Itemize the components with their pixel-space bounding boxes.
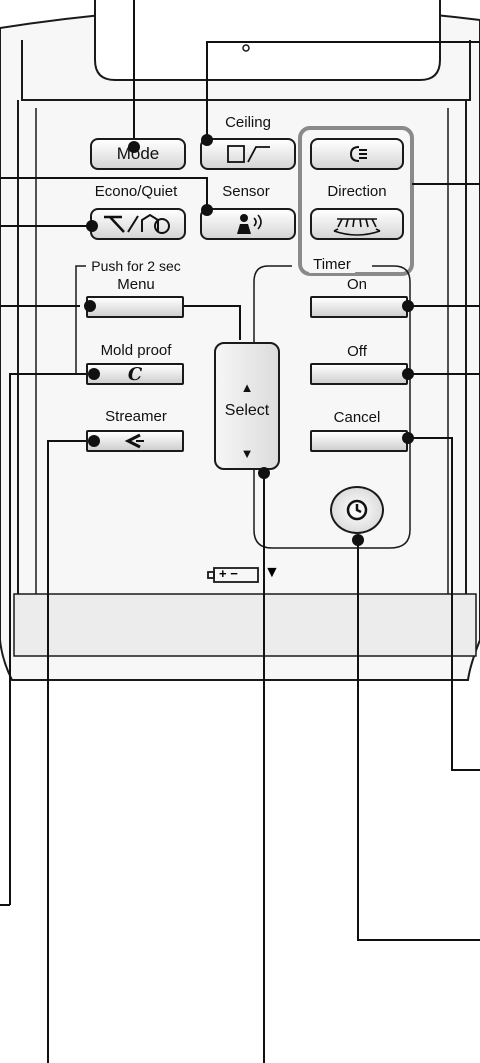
battery-plus-minus: + − — [219, 566, 238, 581]
timer-cancel-label: Cancel — [333, 409, 381, 426]
mold-proof-icon: C — [127, 363, 143, 385]
streamer-label: Streamer — [105, 408, 167, 425]
callout-dot-sensor — [201, 204, 213, 216]
menu-label: Menu — [117, 276, 155, 293]
motion-sensor-icon — [237, 214, 262, 234]
lid-cutout — [94, 0, 441, 81]
callout-dot-ceiling — [201, 134, 213, 146]
callout-dot-select — [258, 467, 270, 479]
direction-label: Direction — [327, 183, 387, 200]
callout-dot-mold-proof — [88, 368, 100, 380]
select-down-button[interactable]: ▼ — [240, 446, 254, 461]
mold-proof-label: Mold proof — [100, 342, 172, 359]
ceiling-swing-icon — [227, 145, 270, 163]
timer-off-label: Off — [347, 343, 367, 360]
select-label: Select — [224, 402, 270, 419]
streamer-icon — [124, 433, 144, 449]
callout-dot-econo-quiet — [86, 220, 98, 232]
econo-quiet-button[interactable] — [90, 208, 186, 240]
select-up-button[interactable]: ▲ — [240, 380, 254, 395]
push-bracket — [75, 265, 86, 375]
battery-arrow-icon: ▼ — [264, 564, 280, 581]
callout-dot-timer-cancel — [402, 432, 414, 444]
clock-icon — [346, 499, 368, 521]
timer-bracket — [253, 265, 411, 549]
callout-dot-mode — [128, 141, 140, 153]
econo-quiet-icon — [104, 213, 170, 234]
streamer-button[interactable] — [86, 430, 184, 452]
timer-on-button[interactable] — [310, 296, 408, 318]
ceiling-label: Ceiling — [225, 114, 271, 131]
callout-dot-menu — [84, 300, 96, 312]
sensor-button[interactable] — [200, 208, 296, 240]
timer-off-button[interactable] — [310, 363, 408, 385]
timer-label: Timer — [309, 256, 355, 273]
direction-button[interactable] — [310, 208, 404, 240]
econo-quiet-label: Econo/Quiet — [94, 183, 178, 200]
lid-top — [21, 40, 471, 101]
callout-dot-timer-off — [402, 368, 414, 380]
menu-button[interactable] — [86, 296, 184, 318]
callout-dot-timer-on — [402, 300, 414, 312]
ceiling-button[interactable] — [200, 138, 296, 170]
sensor-label: Sensor — [222, 183, 270, 200]
lower-band — [13, 593, 477, 657]
direction-highlight-box — [298, 126, 414, 276]
callout-dot-clock — [352, 534, 364, 546]
push-for-2-sec-label: Push for 2 sec — [91, 258, 181, 274]
select-pad: ▲ Select ▼ — [214, 342, 280, 470]
direction-fan-icon — [333, 218, 381, 236]
swing-button[interactable] — [310, 138, 404, 170]
battery-indicator-icon — [207, 567, 259, 583]
swing-swirl-icon — [350, 146, 367, 162]
callout-dot-streamer — [88, 435, 100, 447]
timer-on-label: On — [346, 276, 368, 293]
mold-proof-button[interactable]: C — [86, 363, 184, 385]
timer-cancel-button[interactable] — [310, 430, 408, 452]
clock-button[interactable] — [330, 486, 384, 534]
